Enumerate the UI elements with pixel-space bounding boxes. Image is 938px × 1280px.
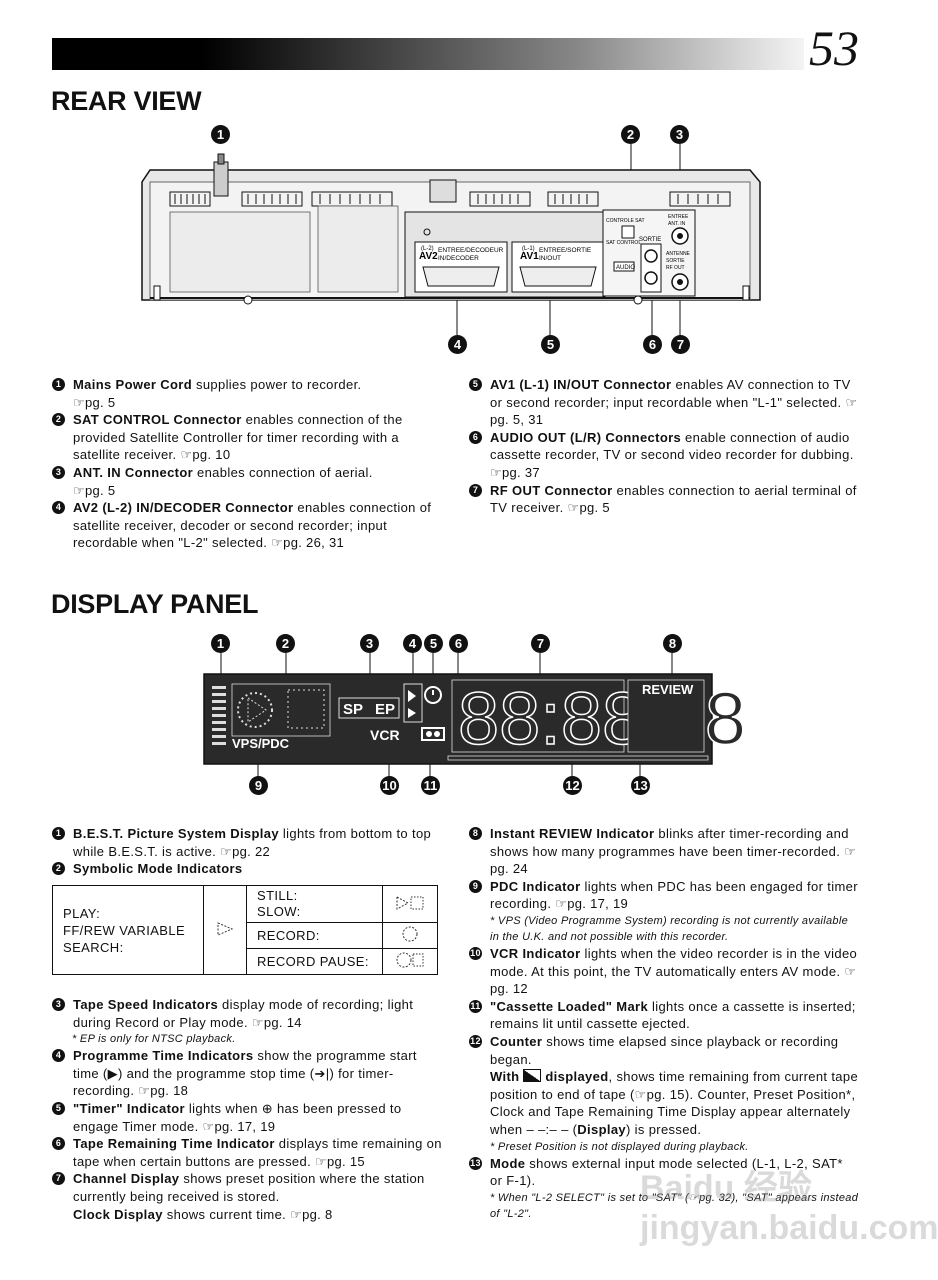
header-gradient-bar bbox=[52, 38, 804, 70]
svg-text:REVIEW: REVIEW bbox=[642, 682, 694, 697]
svg-text:CONTROLE SAT: CONTROLE SAT bbox=[606, 218, 645, 224]
display-item-5: 5"Timer" Indicator lights when ⊕ has bee… bbox=[52, 1100, 442, 1135]
callout-6: 6 bbox=[643, 335, 662, 354]
display-callout-4: 4 bbox=[403, 634, 422, 653]
display-callout-10: 10 bbox=[380, 776, 399, 795]
display-callout-2: 2 bbox=[276, 634, 295, 653]
display-note-12: * Preset Position is not displayed durin… bbox=[490, 1140, 749, 1153]
display-callout-11: 11 bbox=[421, 776, 440, 795]
svg-text:RF OUT: RF OUT bbox=[666, 265, 685, 271]
svg-text:IN/DECODER: IN/DECODER bbox=[438, 255, 479, 262]
callout-3: 3 bbox=[670, 125, 689, 144]
display-note-3: * EP is only for NTSC playback. bbox=[72, 1033, 236, 1046]
display-callout-8: 8 bbox=[663, 634, 682, 653]
svg-text:AV1: AV1 bbox=[520, 251, 539, 262]
symbolic-mode-table: PLAY: FF/REW VARIABLE SEARCH: STILL: SLO… bbox=[52, 885, 438, 975]
callout-5: 5 bbox=[541, 335, 560, 354]
callout-1: 1 bbox=[211, 125, 230, 144]
callout-2: 2 bbox=[621, 125, 640, 144]
rear-panel-illustration: (L-2) AV2 ENTREE/DECODEUR IN/DECODER (L-… bbox=[141, 144, 761, 335]
display-note-13: * When "L-2 SELECT" is set to "SAT" (☞pg… bbox=[490, 1191, 859, 1220]
tape-remaining-icon bbox=[523, 1069, 542, 1083]
display-panel-illustration: VPS/PDC SP EP VCR 88:88:88 REVIEW bbox=[203, 653, 747, 780]
display-callout-6: 6 bbox=[449, 634, 468, 653]
svg-text:SORTIE: SORTIE bbox=[639, 237, 661, 243]
table-still-slow-label: STILL: SLOW: bbox=[246, 885, 383, 923]
display-item-11: 11"Cassette Loaded" Mark lights once a c… bbox=[469, 998, 856, 1032]
svg-text:(L-2): (L-2) bbox=[421, 246, 434, 252]
record-pause-icon bbox=[382, 948, 438, 975]
display-callout-12: 12 bbox=[563, 776, 582, 795]
svg-text:AUDIO: AUDIO bbox=[616, 265, 635, 271]
rear-view-title: REAR VIEW bbox=[51, 86, 202, 116]
table-play-label: PLAY: FF/REW VARIABLE SEARCH: bbox=[52, 885, 204, 975]
display-note-9: * VPS (Video Programme System) recording… bbox=[490, 914, 848, 943]
svg-text:VPS/PDC: VPS/PDC bbox=[232, 736, 290, 751]
display-callout-13: 13 bbox=[631, 776, 650, 795]
display-callout-5: 5 bbox=[424, 634, 443, 653]
svg-text:ENTREE/DECODEUR: ENTREE/DECODEUR bbox=[438, 247, 504, 254]
table-record-label: RECORD: bbox=[246, 922, 383, 949]
still-slow-icon bbox=[382, 885, 438, 923]
svg-text:ANT. IN: ANT. IN bbox=[668, 221, 686, 227]
display-panel-title: DISPLAY PANEL bbox=[51, 589, 259, 619]
display-callout-9: 9 bbox=[249, 776, 268, 795]
svg-text:SP: SP bbox=[343, 701, 363, 718]
svg-text:(L-1): (L-1) bbox=[522, 246, 535, 252]
display-callout-3: 3 bbox=[360, 634, 379, 653]
page-number: 53 bbox=[809, 20, 859, 76]
watermark: Baidu 经验 jingyan.baidu.com bbox=[640, 1169, 938, 1247]
callout-7: 7 bbox=[671, 335, 690, 354]
svg-text:EP: EP bbox=[375, 701, 395, 718]
svg-text:SAT CONTROL: SAT CONTROL bbox=[606, 240, 641, 246]
svg-text:AV2: AV2 bbox=[419, 251, 438, 262]
svg-text:ENTREE/SORTIE: ENTREE/SORTIE bbox=[539, 247, 592, 254]
svg-text:SORTIE: SORTIE bbox=[666, 258, 685, 264]
svg-text:ENTREE: ENTREE bbox=[668, 214, 689, 220]
record-icon bbox=[382, 922, 438, 949]
display-callout-7: 7 bbox=[531, 634, 550, 653]
svg-text:ANTENNE: ANTENNE bbox=[666, 251, 691, 257]
display-callout-1: 1 bbox=[211, 634, 230, 653]
callout-4: 4 bbox=[448, 335, 467, 354]
svg-text:VCR: VCR bbox=[370, 727, 400, 743]
play-triangle-icon bbox=[203, 885, 247, 975]
svg-text:IN/OUT: IN/OUT bbox=[539, 255, 561, 262]
table-record-pause-label: RECORD PAUSE: bbox=[246, 948, 383, 975]
